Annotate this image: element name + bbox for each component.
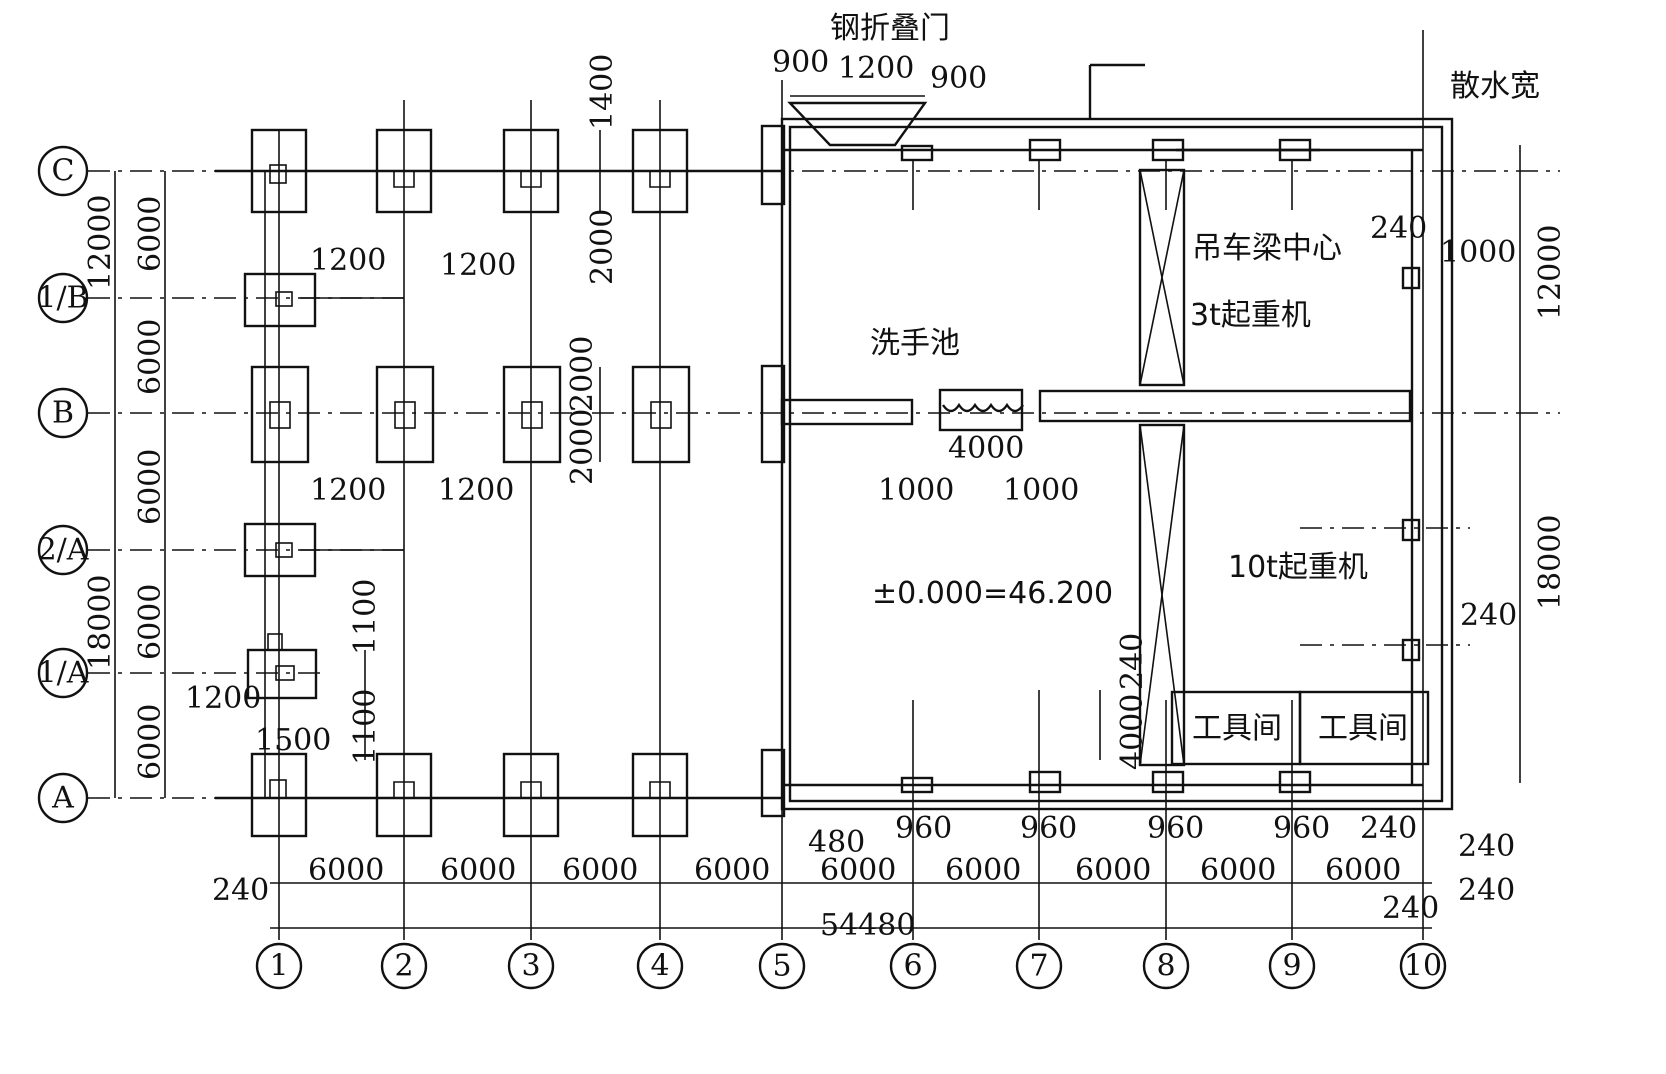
dim-left-6000-5: 6000 [133, 704, 168, 780]
dim-240-e: 240 [212, 873, 269, 908]
dim-1200-a: 1200 [310, 243, 386, 278]
dim-right-1000: 1000 [1440, 235, 1516, 270]
dim-basin-4000: 4000 [948, 431, 1024, 466]
axis-bubble-5: 5 [772, 949, 791, 984]
dim-right-18000: 18000 [1533, 515, 1568, 610]
axis-bubble-C: C [52, 154, 75, 189]
dim-left-12000: 12000 [83, 195, 118, 290]
axis-bubble-9: 9 [1282, 949, 1301, 984]
dim-total: 54480 [820, 908, 915, 943]
axis-bubble-1B: 1/B [37, 281, 88, 316]
dim-960-c: 960 [1147, 811, 1204, 846]
dim-span-6000-8: 6000 [1200, 853, 1276, 888]
column-axis-bubbles: 1 2 3 4 5 6 7 8 9 10 [255, 942, 1447, 990]
axis-bubble-4: 4 [650, 949, 669, 984]
dim-left-6000-3: 6000 [133, 449, 168, 525]
tool-rooms [1170, 690, 1430, 766]
label-crane-beam-center: 吊车梁中心 [1192, 231, 1342, 266]
dim-480: 480 [808, 825, 865, 860]
dim-span-6000-5: 6000 [820, 853, 896, 888]
dim-1400: 1400 [585, 54, 620, 130]
dim-basin-1000-r: 1000 [1003, 473, 1079, 508]
dim-right-240-b: 240 [1460, 598, 1517, 633]
label-crane-10t: 10t起重机 [1228, 550, 1368, 585]
dim-door-900-left: 900 [772, 45, 829, 80]
dim-2000-b: 2000 [565, 336, 600, 412]
axis-bubble-2: 2 [394, 949, 413, 984]
dim-basin-1000-l: 1000 [878, 473, 954, 508]
dim-left-18000: 18000 [83, 575, 118, 670]
dim-240-b: 240 [1458, 829, 1515, 864]
dim-span-6000-6: 6000 [945, 853, 1021, 888]
dim-960-b: 960 [1020, 811, 1077, 846]
dim-span-6000-1: 6000 [308, 853, 384, 888]
axis-bubble-1: 1 [269, 949, 288, 984]
dim-right-12000: 12000 [1533, 225, 1568, 320]
axis-bubble-7: 7 [1029, 949, 1048, 984]
dimension-texts: 900 1200 900 1400 2000 2000 2000 1200 12… [83, 45, 1568, 943]
axis-bubble-1A: 1/A [38, 656, 89, 691]
dim-span-6000-9: 6000 [1325, 853, 1401, 888]
dim-door-1200: 1200 [838, 51, 914, 86]
label-apron-width: 散水宽 [1450, 69, 1540, 104]
dim-right-240-a: 240 [1370, 211, 1427, 246]
wash-basin [780, 388, 1024, 432]
label-tool-room-2: 工具间 [1318, 711, 1408, 746]
dim-1100-b: 1100 [348, 689, 383, 765]
label-tool-room-1: 工具间 [1192, 711, 1282, 746]
axis-bubble-A: A [51, 781, 74, 816]
dim-tool-240: 240 [1115, 633, 1150, 690]
dim-span-6000-3: 6000 [562, 853, 638, 888]
dim-1200-c: 1200 [310, 473, 386, 508]
dim-1200-d: 1200 [438, 473, 514, 508]
dim-left-6000-2: 6000 [133, 319, 168, 395]
dim-1100-a: 1100 [348, 579, 383, 655]
dimension-lines [114, 130, 1521, 929]
wall-columns [900, 138, 1421, 794]
dim-240-a: 240 [1360, 811, 1417, 846]
dim-left-6000-4: 6000 [133, 584, 168, 660]
annotation-labels: 钢折叠门 散水宽 吊车梁中心 3t起重机 洗手池 10t起重机 ±0.000=4… [830, 11, 1540, 746]
label-wash-basin: 洗手池 [870, 326, 960, 361]
building-walls [780, 63, 1454, 811]
dim-960-a: 960 [895, 811, 952, 846]
axis-bubble-2A: 2/A [38, 533, 89, 568]
axis-bubble-3: 3 [521, 949, 540, 984]
axis-bubble-10: 10 [1404, 949, 1442, 984]
folding-door [787, 95, 928, 147]
dim-1200-b: 1200 [440, 248, 516, 283]
axis-bubble-8: 8 [1156, 949, 1175, 984]
dim-1200-e: 1200 [185, 681, 261, 716]
crane-zone [1038, 148, 1412, 767]
dim-240-c: 240 [1458, 873, 1515, 908]
label-folding-door: 钢折叠门 [830, 11, 950, 46]
dim-240-d: 240 [1382, 891, 1439, 926]
dim-960-d: 960 [1273, 811, 1330, 846]
dim-tool-4000: 4000 [1115, 694, 1150, 770]
dim-1500: 1500 [255, 723, 331, 758]
dim-span-6000-2: 6000 [440, 853, 516, 888]
footings [243, 124, 786, 838]
label-elevation: ±0.000=46.200 [872, 576, 1113, 611]
dim-span-6000-7: 6000 [1075, 853, 1151, 888]
dim-door-900-right: 900 [930, 61, 987, 96]
row-axis-bubbles: C 1/B B 2/A 1/A A [37, 145, 89, 824]
dim-2000-a: 2000 [585, 209, 620, 285]
dim-2000-c: 2000 [565, 409, 600, 485]
dim-span-6000-4: 6000 [694, 853, 770, 888]
label-crane-3t: 3t起重机 [1190, 298, 1311, 333]
axis-bubble-6: 6 [903, 949, 922, 984]
dim-left-6000-1: 6000 [133, 196, 168, 272]
axis-bubble-B: B [52, 396, 74, 431]
